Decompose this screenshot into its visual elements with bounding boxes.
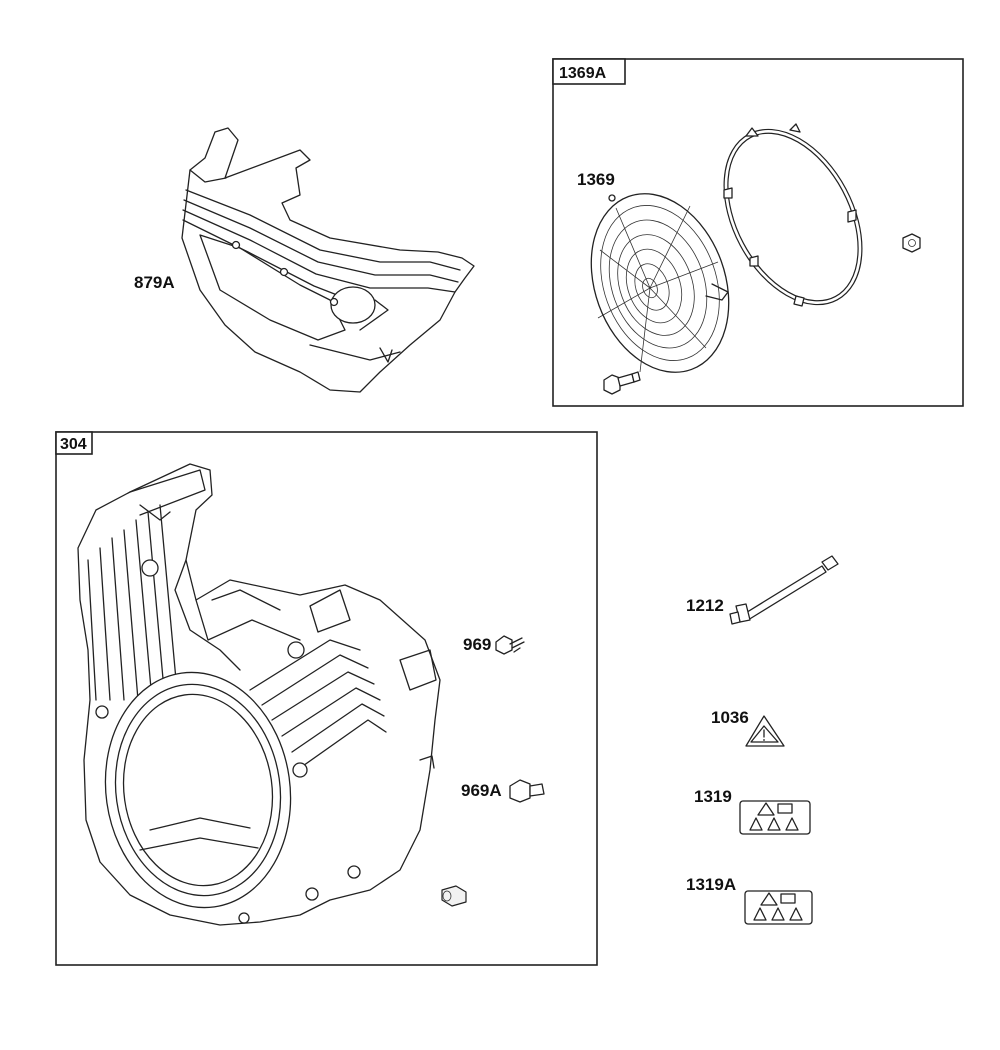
part-1212-stud — [729, 555, 839, 625]
kit-box-1369A — [552, 58, 964, 407]
part-1319A-decal — [744, 890, 813, 925]
kit-box-1369A-tag — [552, 58, 626, 85]
kit-label-304: 304 — [60, 436, 87, 453]
callout-1369: 1369 — [577, 170, 615, 189]
callout-1319A: 1319A — [686, 875, 736, 894]
part-1036-warning-decal — [745, 715, 785, 747]
callout-1212: 1212 — [686, 596, 724, 615]
part-retaining-ring — [723, 123, 863, 307]
part-304-blower-housing — [77, 463, 441, 926]
part-969A-bolt — [509, 779, 545, 803]
callout-879A: 879A — [134, 273, 175, 292]
part-1319-decal — [739, 800, 811, 835]
part-879A-shroud — [181, 127, 475, 393]
part-spacer — [441, 885, 467, 907]
part-969-screw — [495, 635, 525, 655]
callout-969: 969 — [463, 635, 491, 654]
part-shoulder-bolt — [603, 371, 641, 395]
part-hex-nut — [902, 233, 921, 253]
callout-969A: 969A — [461, 781, 502, 800]
callout-1036: 1036 — [711, 708, 749, 727]
kit-box-304 — [55, 431, 598, 966]
kit-box-304-tag — [55, 431, 93, 455]
callout-1319: 1319 — [694, 787, 732, 806]
part-1369-fan-guard — [590, 193, 730, 373]
kit-label-1369A: 1369A — [559, 65, 607, 82]
